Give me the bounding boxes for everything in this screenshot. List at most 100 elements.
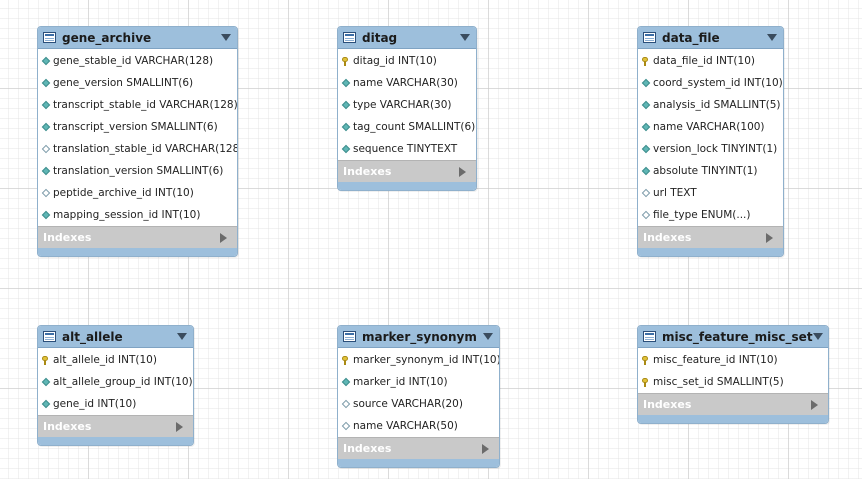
expand-arrow-icon[interactable] (766, 232, 773, 243)
column-row[interactable]: name VARCHAR(50) (338, 415, 499, 437)
collapse-arrow-icon[interactable] (767, 34, 777, 41)
indexes-bar[interactable]: Indexes (338, 160, 476, 182)
column-icon-slot (342, 56, 353, 66)
column-row[interactable]: name VARCHAR(30) (338, 72, 476, 94)
indexes-bar[interactable]: Indexes (38, 226, 237, 248)
column-icon-slot (341, 78, 353, 88)
column-row[interactable]: ditag_id INT(10) (338, 50, 476, 72)
not-null-column-icon (41, 210, 51, 220)
column-row[interactable]: gene_id INT(10) (38, 393, 193, 415)
column-row[interactable]: misc_set_id SMALLINT(5) (638, 371, 828, 393)
column-row[interactable]: mapping_session_id INT(10) (38, 204, 237, 226)
column-icon-slot (641, 122, 653, 132)
table-footer (338, 182, 476, 190)
column-row[interactable]: transcript_version SMALLINT(6) (38, 116, 237, 138)
column-text: analysis_id SMALLINT(5) (653, 99, 781, 111)
table-marker-synonym[interactable]: marker_synonym marker_synonym_id INT(10)… (337, 325, 500, 468)
column-row[interactable]: misc_feature_id INT(10) (638, 349, 828, 371)
table-header[interactable]: marker_synonym (338, 326, 499, 348)
column-icon-slot (642, 56, 653, 66)
not-null-column-icon (41, 56, 51, 66)
column-row[interactable]: source VARCHAR(20) (338, 393, 499, 415)
table-title: alt_allele (62, 329, 123, 344)
table-title: data_file (662, 30, 720, 45)
column-icon-slot (41, 144, 53, 154)
table-icon (343, 32, 356, 43)
primary-key-icon (42, 355, 48, 365)
table-header[interactable]: data_file (638, 27, 783, 49)
not-null-column-icon (41, 100, 51, 110)
column-icon-slot (41, 188, 53, 198)
column-row[interactable]: translation_version SMALLINT(6) (38, 160, 237, 182)
indexes-bar[interactable]: Indexes (638, 226, 783, 248)
column-list: alt_allele_id INT(10)alt_allele_group_id… (38, 348, 193, 415)
table-misc-feature-misc-set[interactable]: misc_feature_misc_set misc_feature_id IN… (637, 325, 829, 424)
expand-arrow-icon[interactable] (811, 399, 818, 410)
column-text: transcript_version SMALLINT(6) (53, 121, 218, 133)
collapse-arrow-icon[interactable] (221, 34, 231, 41)
column-icon-slot (642, 355, 653, 365)
expand-arrow-icon[interactable] (482, 443, 489, 454)
column-row[interactable]: gene_version SMALLINT(6) (38, 72, 237, 94)
column-row[interactable]: tag_count SMALLINT(6) (338, 116, 476, 138)
table-icon (643, 32, 656, 43)
table-icon (343, 331, 356, 342)
column-row[interactable]: analysis_id SMALLINT(5) (638, 94, 783, 116)
column-row[interactable]: peptide_archive_id INT(10) (38, 182, 237, 204)
collapse-arrow-icon[interactable] (460, 34, 470, 41)
table-header[interactable]: alt_allele (38, 326, 193, 348)
column-row[interactable]: file_type ENUM(...) (638, 204, 783, 226)
column-list: marker_synonym_id INT(10)marker_id INT(1… (338, 348, 499, 437)
column-row[interactable]: url TEXT (638, 182, 783, 204)
table-ditag[interactable]: ditag ditag_id INT(10) name VARCHAR(30) ty… (337, 26, 477, 191)
indexes-bar[interactable]: Indexes (338, 437, 499, 459)
column-row[interactable]: coord_system_id INT(10) (638, 72, 783, 94)
table-alt-allele[interactable]: alt_allele alt_allele_id INT(10)alt_alle… (37, 325, 194, 446)
column-icon-slot (341, 421, 353, 431)
table-header[interactable]: gene_archive (38, 27, 237, 49)
column-row[interactable]: transcript_stable_id VARCHAR(128) (38, 94, 237, 116)
collapse-arrow-icon[interactable] (483, 333, 493, 340)
table-header[interactable]: ditag (338, 27, 476, 49)
column-icon-slot (342, 355, 353, 365)
table-footer (638, 415, 828, 423)
collapse-arrow-icon[interactable] (177, 333, 187, 340)
expand-arrow-icon[interactable] (176, 421, 183, 432)
column-row[interactable]: sequence TINYTEXT (338, 138, 476, 160)
not-null-column-icon (341, 377, 351, 387)
column-row[interactable]: name VARCHAR(100) (638, 116, 783, 138)
column-row[interactable]: gene_stable_id VARCHAR(128) (38, 50, 237, 72)
column-row[interactable]: version_lock TINYINT(1) (638, 138, 783, 160)
indexes-label: Indexes (43, 231, 92, 244)
column-icon-slot (41, 78, 53, 88)
column-row[interactable]: data_file_id INT(10) (638, 50, 783, 72)
table-footer (38, 437, 193, 445)
not-null-column-icon (641, 166, 651, 176)
expand-arrow-icon[interactable] (220, 232, 227, 243)
table-title: ditag (362, 30, 398, 45)
not-null-column-icon (641, 122, 651, 132)
collapse-arrow-icon[interactable] (812, 333, 823, 340)
column-icon-slot (41, 122, 53, 132)
indexes-bar[interactable]: Indexes (638, 393, 828, 415)
table-gene-archive[interactable]: gene_archive gene_stable_id VARCHAR(128)… (37, 26, 238, 257)
column-row[interactable]: alt_allele_group_id INT(10) (38, 371, 193, 393)
column-row[interactable]: alt_allele_id INT(10) (38, 349, 193, 371)
table-data-file[interactable]: data_file data_file_id INT(10) coord_syst… (637, 26, 784, 257)
table-header[interactable]: misc_feature_misc_set (638, 326, 828, 348)
expand-arrow-icon[interactable] (459, 166, 466, 177)
column-text: coord_system_id INT(10) (653, 77, 783, 89)
column-text: type VARCHAR(30) (353, 99, 452, 111)
indexes-label: Indexes (343, 165, 392, 178)
indexes-bar[interactable]: Indexes (38, 415, 193, 437)
column-row[interactable]: type VARCHAR(30) (338, 94, 476, 116)
nullable-column-icon (641, 188, 651, 198)
column-text: ditag_id INT(10) (353, 55, 437, 67)
column-row[interactable]: translation_stable_id VARCHAR(128) (38, 138, 237, 160)
not-null-column-icon (341, 100, 351, 110)
column-text: url TEXT (653, 187, 697, 199)
column-row[interactable]: absolute TINYINT(1) (638, 160, 783, 182)
column-row[interactable]: marker_synonym_id INT(10) (338, 349, 499, 371)
column-row[interactable]: marker_id INT(10) (338, 371, 499, 393)
nullable-column-icon (641, 210, 651, 220)
